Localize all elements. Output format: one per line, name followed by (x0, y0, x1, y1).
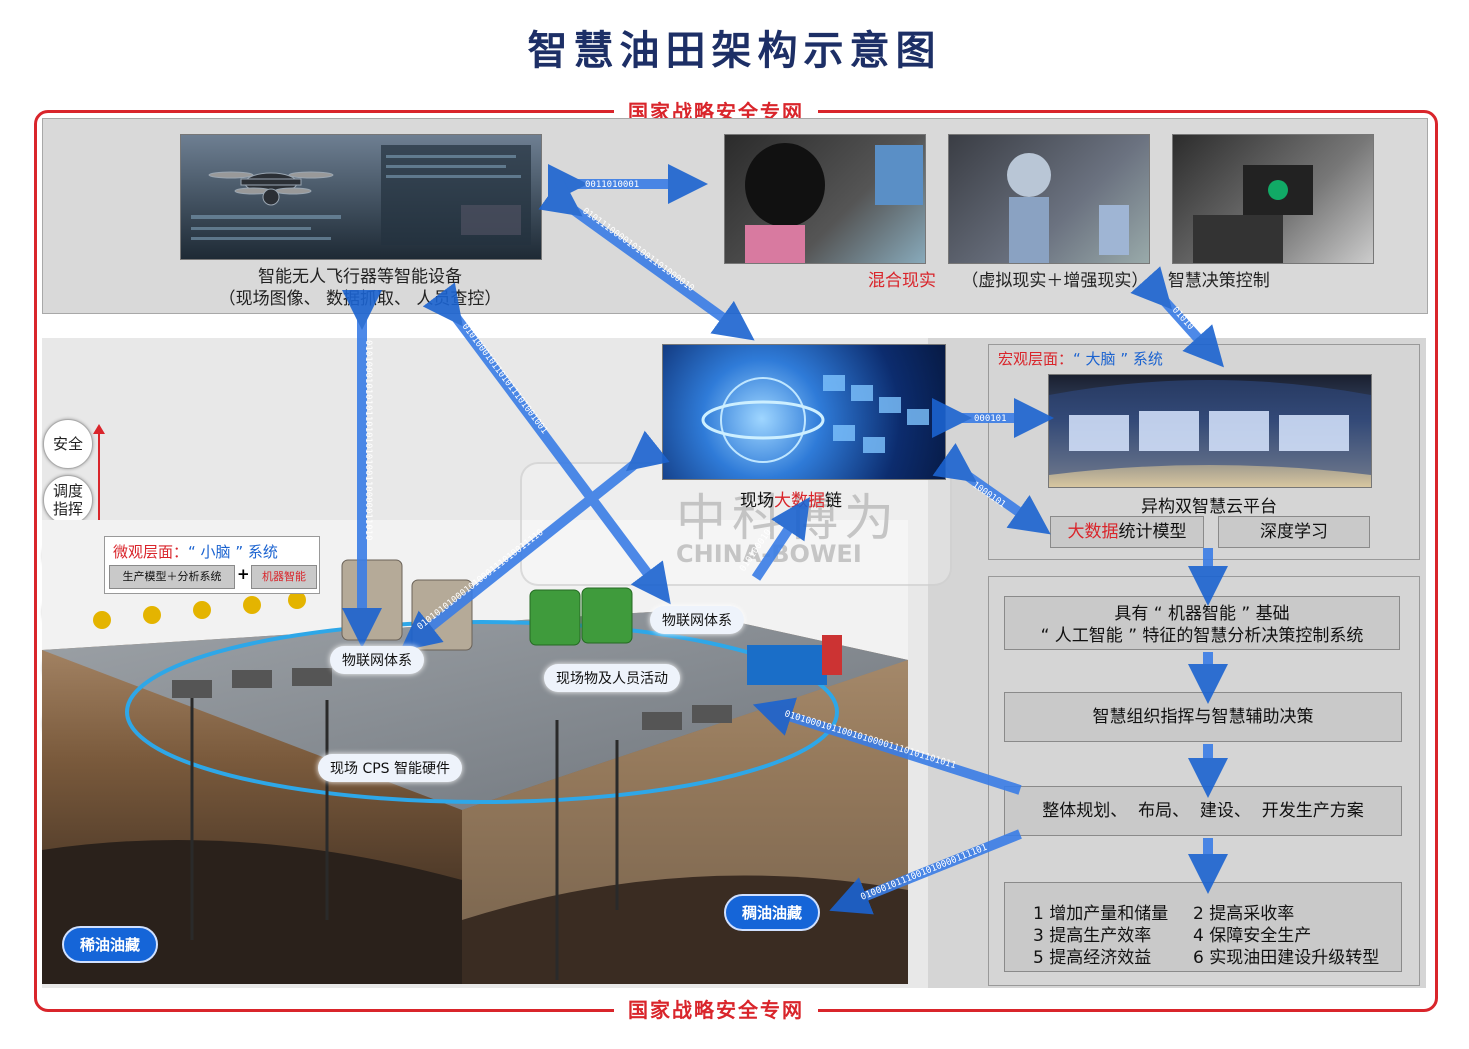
goals-box: 1 增加产量和储量 2 提高采收率 3 提高生产效率 4 保障安全生产 5 提高… (1004, 882, 1402, 972)
field-activity-label: 现场物及人员活动 (544, 664, 680, 692)
goal-6: 6 实现油田建设升级转型 (1193, 948, 1380, 968)
micro-label-prefix: 微观层面： (113, 543, 189, 561)
micro-system-box: 微观层面：“ 小脑 ” 系统 生产模型＋分析系统 + 机器智能 (104, 536, 320, 594)
micro-label-suffix: 系统 (247, 543, 278, 561)
plus-sign: + (237, 565, 250, 583)
iot-label-right: 物联网体系 (650, 606, 744, 634)
arrow-bigdata-stats (932, 442, 1051, 535)
big-data-prefix: 现场 (740, 491, 774, 511)
thin-oil-label: 稀油油藏 (62, 926, 159, 963)
network-label-bottom: 国家战略安全专网 (614, 994, 818, 1023)
arrow-bigdata-iot (399, 430, 670, 652)
binary-d: 0101000101101011101001001 (460, 322, 550, 436)
page-title: 智慧油田架构示意图 (527, 28, 942, 74)
stat-model-box: 大数据统计模型 (1050, 516, 1204, 548)
binary-a: 0011010001 (585, 180, 639, 190)
arrow-plan-field (752, 697, 1022, 795)
goal-3: 3 提高生产效率 (1033, 926, 1152, 946)
cloud-platform-image (1048, 374, 1372, 488)
stat-model-rest: 统计模型 (1118, 522, 1187, 542)
arrow-plan-thickoil (829, 829, 1022, 915)
cps-hardware-label: 现场 CPS 智能硬件 (318, 754, 463, 782)
binary-k: 0100010111001010000111101 (859, 843, 988, 903)
binary-j: 010100010110010100001110101101011 (783, 709, 957, 771)
deep-learning-box: 深度学习 (1218, 516, 1370, 548)
arrow-field-bigdata (751, 497, 810, 581)
binary-g: 000101 (974, 414, 1007, 424)
drone-image (180, 134, 542, 260)
goal-5: 5 提高经济效益 (1033, 948, 1152, 968)
drone-caption-line1: 智能无人飞行器等智能设备 (258, 267, 462, 287)
goal-4: 4 保障安全生产 (1193, 926, 1312, 946)
side-item-dispatch: 调度 指挥 (43, 475, 93, 525)
vr-glove-image (1172, 134, 1374, 264)
binary-e: 01010101000101000111010011110 (416, 528, 546, 633)
big-data-globe-image (662, 344, 946, 480)
micro-label-quote: “ 小脑 ” (188, 543, 244, 561)
production-model-box: 生产模型＋分析系统 (109, 565, 235, 589)
goal-1: 1 增加产量和储量 (1033, 904, 1169, 924)
arrow-drone-bigdata (538, 176, 755, 341)
vr-ar-label: （虚拟现实＋增强现实） (961, 271, 1149, 291)
stat-model-highlight: 大数据 (1067, 522, 1119, 542)
goal-2: 2 提高采收率 (1193, 904, 1295, 924)
machine-intel-box: 机器智能 (251, 565, 317, 589)
side-item-safety: 安全 (43, 419, 93, 469)
arrow-vr-macro (1130, 266, 1225, 368)
vr-gesture-image (948, 134, 1150, 264)
cloud-platform-label: 异构双智慧云平台 (1141, 497, 1277, 517)
ai-system-line1: 具有 “ 机器智能 ” 基础 (1114, 604, 1290, 624)
macro-label-quote: “ 大脑 ” (1073, 350, 1129, 368)
thick-oil-label: 稠油油藏 (724, 894, 821, 931)
side-axis-arrow-icon (93, 424, 105, 434)
binary-b: 0101110000101001101000010 (580, 206, 695, 294)
big-data-suffix: 链 (825, 491, 842, 511)
drone-icon (191, 145, 531, 245)
binary-c: 0101000101010110101010100110000011010 (363, 340, 373, 540)
macro-label-prefix: 宏观层面： (998, 350, 1074, 368)
mixed-reality-label: 混合现实 (868, 271, 936, 291)
ai-system-line2: “ 人工智能 ” 特征的智慧分析决策控制系统 (1040, 626, 1364, 646)
iot-label-left: 物联网体系 (330, 646, 424, 674)
